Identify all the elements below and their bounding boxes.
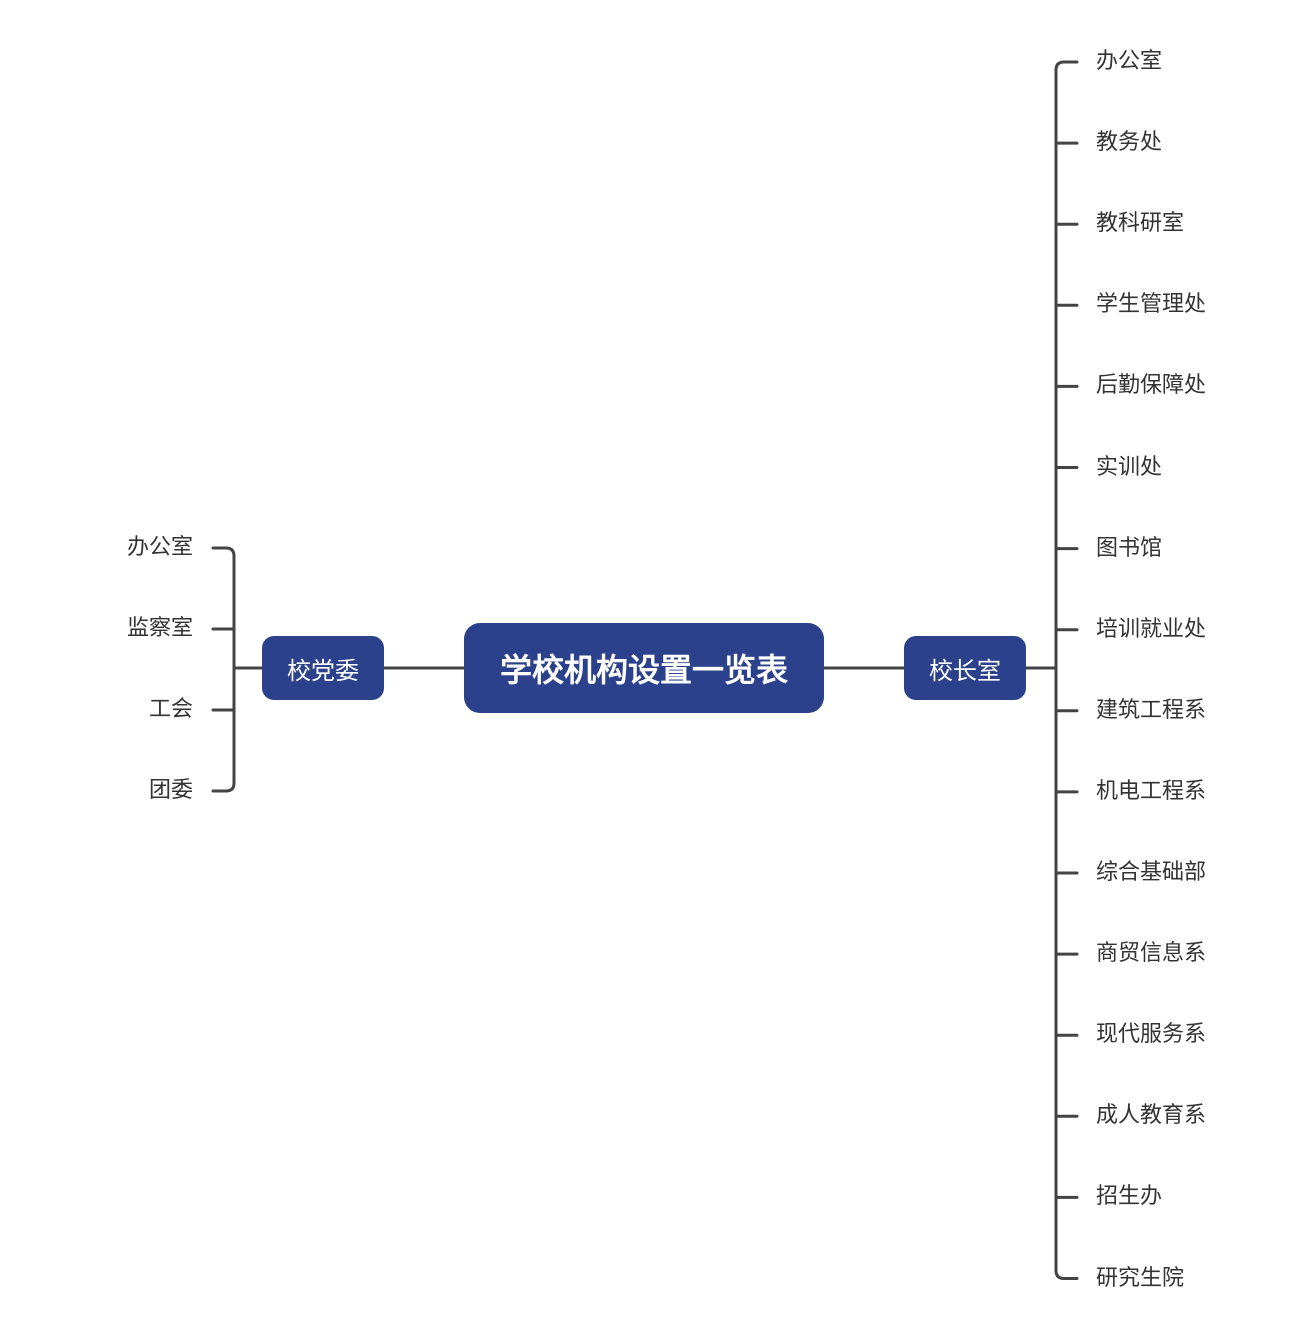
right-leaf-item[interactable]: 教科研室 [1096, 211, 1185, 237]
right-leaf-item[interactable]: 机电工程系 [1096, 778, 1207, 804]
right-leaf-item[interactable]: 建筑工程系 [1096, 697, 1207, 723]
branch-node-principal-office[interactable]: 校长室 [904, 636, 1026, 700]
right-leaf-item[interactable]: 实训处 [1096, 454, 1163, 480]
left-leaf-item[interactable]: 团委 [148, 778, 193, 803]
root-node[interactable]: 学校机构设置一览表 [464, 623, 824, 713]
left-leaf-item[interactable]: 工会 [148, 697, 193, 722]
right-leaf-item[interactable]: 综合基础部 [1096, 860, 1207, 885]
right-leaf-item[interactable]: 研究生院 [1096, 1265, 1185, 1291]
connector-left-bracket [211, 546, 236, 793]
right-leaf-item[interactable]: 后勤保障处 [1096, 373, 1207, 399]
right-leaf-item[interactable]: 培训就业处 [1096, 616, 1207, 642]
right-leaf-item[interactable]: 学生管理处 [1096, 292, 1207, 318]
left-leaf-item[interactable]: 办公室 [126, 535, 193, 560]
right-leaf-item[interactable]: 办公室 [1096, 49, 1163, 74]
branch-node-party-committee[interactable]: 校党委 [262, 636, 384, 700]
right-leaf-item[interactable]: 图书馆 [1096, 535, 1163, 561]
right-leaf-item[interactable]: 教务处 [1096, 130, 1163, 156]
right-leaf-item[interactable]: 招生办 [1096, 1184, 1163, 1210]
right-leaf-item[interactable]: 现代服务系 [1096, 1022, 1207, 1048]
right-leaf-item[interactable]: 成人教育系 [1096, 1103, 1207, 1129]
right-leaf-item[interactable]: 商贸信息系 [1096, 941, 1207, 967]
left-leaf-item[interactable]: 监察室 [126, 616, 193, 641]
connector-right-bracket [1054, 60, 1079, 1280]
